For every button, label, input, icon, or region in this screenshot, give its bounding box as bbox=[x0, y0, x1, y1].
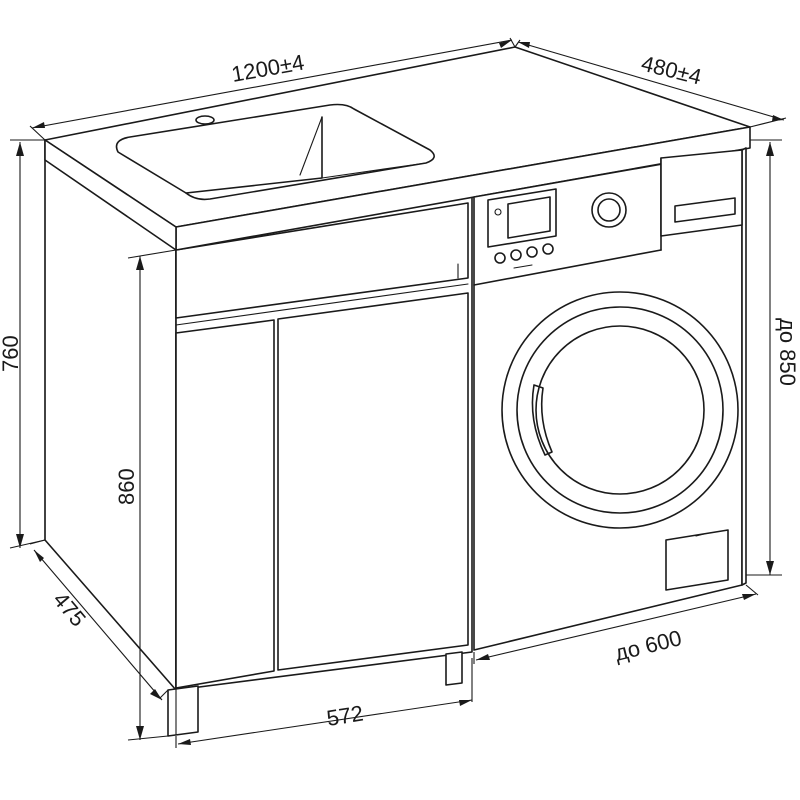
machine-door-glass bbox=[535, 325, 705, 495]
drawer-gap-line bbox=[175, 283, 469, 326]
program-knob-inner bbox=[597, 198, 621, 222]
dim-countertop-depth bbox=[514, 39, 787, 128]
filter-hatch-notch bbox=[695, 533, 705, 537]
label-cabinet-width: 572 bbox=[325, 701, 365, 731]
machine-button-2 bbox=[510, 249, 522, 261]
power-indicator-icon bbox=[494, 208, 502, 216]
sink-inner-corner bbox=[299, 116, 323, 176]
label-countertop-depth: 480±4 bbox=[639, 51, 704, 90]
program-knob bbox=[591, 192, 627, 228]
label-machine-height: до 850 bbox=[775, 318, 800, 386]
drawer-front bbox=[175, 202, 469, 319]
washing-machine-side bbox=[741, 147, 747, 586]
dim-machine-height bbox=[746, 139, 782, 576]
dim-side-depth bbox=[29, 539, 169, 701]
machine-button-4 bbox=[542, 243, 554, 255]
dim-cabinet-width bbox=[175, 658, 473, 748]
label-countertop-width: 1200±4 bbox=[230, 50, 306, 87]
sink-basin bbox=[115, 103, 435, 201]
label-total-height: 860 bbox=[114, 468, 139, 505]
machine-door-handle bbox=[531, 384, 553, 456]
control-panel-divider bbox=[473, 249, 662, 286]
sink-inner-slope bbox=[321, 162, 427, 179]
leg-front-right bbox=[445, 651, 463, 686]
dim-total-height bbox=[127, 249, 177, 741]
leg-front-left bbox=[167, 685, 199, 737]
detergent-drawer-handle bbox=[674, 197, 736, 223]
door-left bbox=[175, 319, 275, 689]
machine-door-ring bbox=[516, 306, 724, 514]
filter-hatch bbox=[665, 529, 729, 591]
label-side-depth: 475 bbox=[48, 587, 91, 631]
dim-countertop-width bbox=[29, 37, 516, 141]
machine-display-screen bbox=[507, 196, 551, 239]
label-cabinet-height: 760 bbox=[0, 335, 23, 372]
door-right bbox=[277, 292, 469, 671]
dim-machine-width bbox=[473, 584, 759, 664]
detergent-drawer bbox=[660, 149, 743, 237]
dim-cabinet-height bbox=[9, 139, 46, 549]
machine-button-1 bbox=[494, 252, 506, 264]
machine-button-3 bbox=[526, 246, 538, 258]
brand-mark bbox=[513, 264, 533, 269]
tap-hole bbox=[195, 115, 215, 125]
label-machine-width: до 600 bbox=[612, 625, 684, 666]
